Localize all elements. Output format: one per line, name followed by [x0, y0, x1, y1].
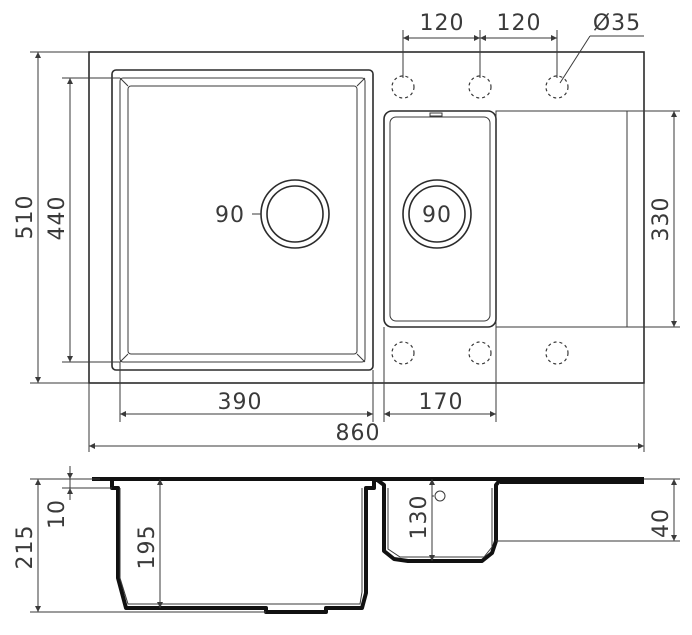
overflow-hole — [434, 490, 446, 502]
tap-hole — [545, 75, 569, 99]
large-bowl-height-label: 195 — [135, 525, 160, 570]
hole-spacing-2-label: 120 — [497, 11, 542, 36]
small-bowl-height-label: 130 — [407, 495, 432, 540]
side-view: 10 215 195 130 40 — [13, 466, 680, 614]
small-drain — [402, 179, 472, 249]
small-drain-label: 90 — [422, 203, 452, 228]
large-bowl-width-label: 390 — [218, 390, 263, 415]
large-bowl-depth-label: 440 — [45, 196, 70, 241]
overall-width-label: 860 — [336, 421, 381, 446]
drainboard — [495, 110, 628, 328]
small-bowl-depth-label: 330 — [649, 197, 674, 242]
tap-hole — [545, 341, 569, 365]
drainboard-height-label: 40 — [649, 508, 674, 538]
tap-hole — [468, 341, 492, 365]
hole-spacing-1-label: 120 — [420, 11, 465, 36]
small-bowl-width-label: 170 — [419, 390, 464, 415]
hole-diameter-label: Ø35 — [593, 11, 641, 36]
large-drain-label: 90 — [215, 203, 245, 228]
tap-hole — [468, 75, 492, 99]
tap-hole — [391, 341, 415, 365]
large-drain — [260, 179, 330, 249]
top-view: 120 120 Ø35 90 90 330 510 440 — [13, 11, 680, 452]
overall-height-label: 215 — [13, 525, 38, 570]
rim-thickness-label: 10 — [45, 499, 70, 529]
sink-section-profile — [92, 477, 645, 614]
tap-hole — [391, 75, 415, 99]
overall-depth-label: 510 — [13, 195, 38, 240]
large-bowl — [111, 69, 374, 371]
sink-outline — [88, 51, 645, 384]
hole-diameter-leader — [559, 35, 591, 84]
